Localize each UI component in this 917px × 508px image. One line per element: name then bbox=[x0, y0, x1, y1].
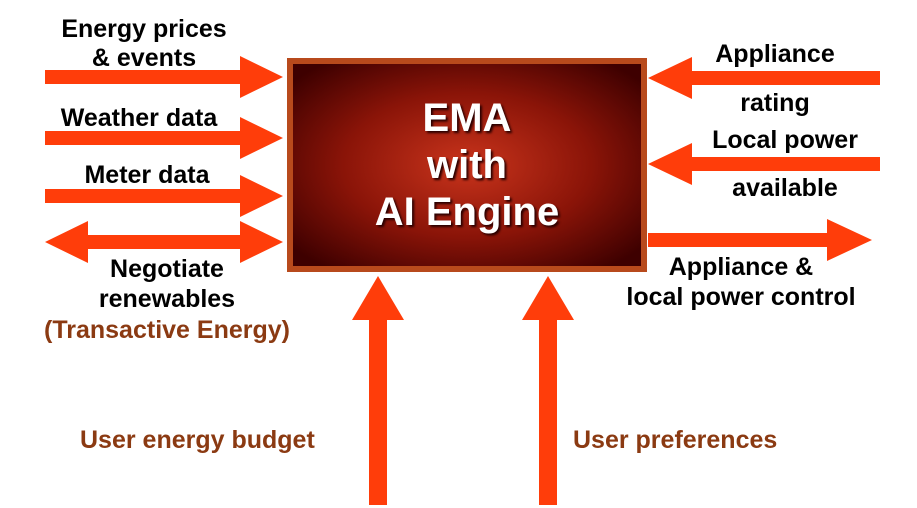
arrow-appliance-control bbox=[648, 219, 872, 261]
arrow-weather-data bbox=[45, 117, 283, 159]
label-transactive-energy: (Transactive Energy) bbox=[44, 316, 290, 344]
ema-engine-box-inner bbox=[293, 64, 641, 266]
engine-line-1: EMA bbox=[422, 95, 512, 140]
arrow-user-energy-budget bbox=[352, 276, 404, 505]
label-rating: rating bbox=[740, 89, 810, 117]
label-energy-prices-line2: & events bbox=[91, 44, 197, 72]
arrow-appliance-rating bbox=[648, 57, 880, 99]
ema-engine-title: EMA with AI Engine bbox=[289, 60, 645, 270]
label-negotiate: Negotiate bbox=[110, 255, 224, 283]
label-available: available bbox=[732, 174, 838, 202]
label-user-preferences: User preferences bbox=[573, 426, 778, 454]
label-meter-data: Meter data bbox=[84, 161, 210, 189]
engine-line-2: with bbox=[427, 142, 507, 187]
engine-line-3: AI Engine bbox=[374, 189, 560, 234]
label-local-power: Local power bbox=[712, 126, 858, 154]
arrow-negotiate-renewables bbox=[45, 221, 283, 263]
label-appliance-and: Appliance & bbox=[668, 253, 814, 281]
arrow-energy-prices bbox=[45, 56, 283, 98]
label-local-power-control: local power control bbox=[626, 283, 856, 311]
label-renewables: renewables bbox=[98, 285, 236, 313]
label-energy-prices-line1: Energy prices bbox=[61, 15, 227, 43]
label-weather-data: Weather data bbox=[60, 104, 218, 132]
arrow-meter-data bbox=[45, 175, 283, 217]
arrow-user-preferences bbox=[522, 276, 574, 505]
label-user-energy-budget: User energy budget bbox=[80, 426, 315, 454]
label-appliance: Appliance bbox=[715, 40, 835, 68]
arrow-local-power bbox=[648, 143, 880, 185]
